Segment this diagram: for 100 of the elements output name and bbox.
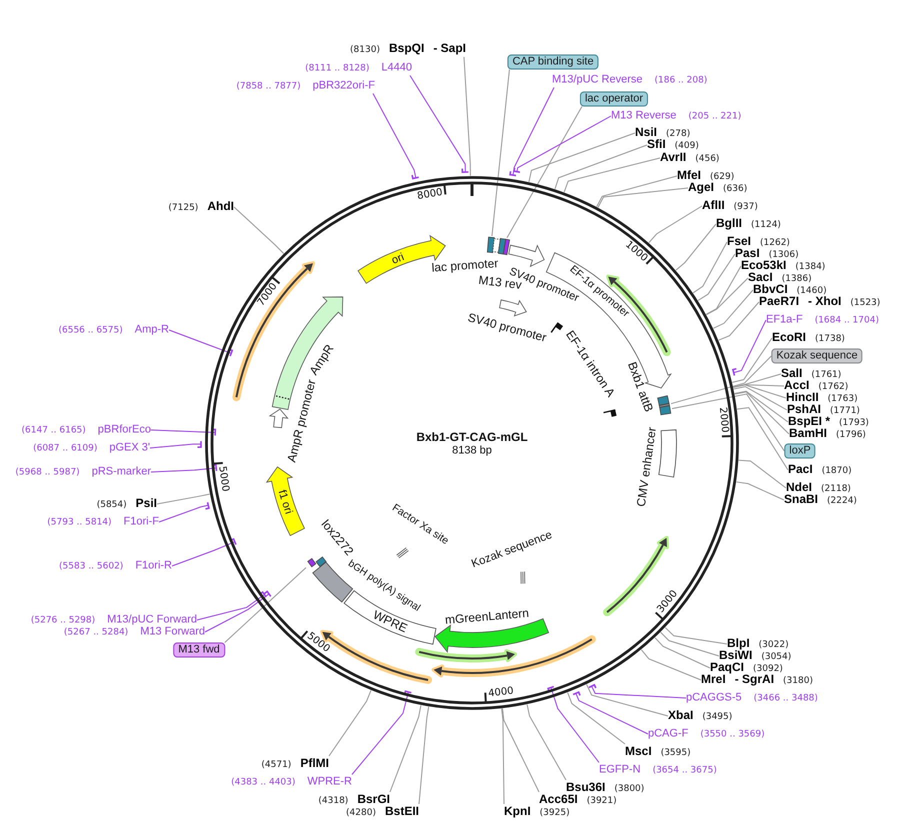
leader-line bbox=[172, 538, 237, 566]
enzyme-name: PasI bbox=[735, 246, 760, 260]
primer-range: (7858 .. 7877) bbox=[236, 80, 301, 94]
enzyme-name: HincII bbox=[786, 390, 819, 404]
leader-line bbox=[734, 391, 790, 434]
site-position: (3495) bbox=[702, 711, 732, 724]
leader-line bbox=[732, 384, 786, 398]
primer-name: F1ori-F bbox=[124, 514, 159, 528]
site-position: (8130) bbox=[350, 44, 380, 57]
site-position: (1460) bbox=[796, 285, 827, 296]
primer-name: M13/pUC Reverse bbox=[552, 72, 642, 86]
site-position: (456) bbox=[695, 153, 720, 166]
enzyme-name: AccI bbox=[784, 378, 810, 392]
pointed-feature-block bbox=[268, 408, 289, 429]
feature-name-tag: Kozak sequence bbox=[771, 348, 863, 364]
primer-name: pCAG-F bbox=[648, 726, 688, 740]
enzyme-name: AhdI bbox=[207, 199, 234, 213]
primer-range: (1684 .. 1704) bbox=[814, 314, 879, 328]
leader-line bbox=[372, 93, 420, 180]
site-position: (1386) bbox=[782, 273, 812, 284]
feature-block bbox=[657, 428, 678, 479]
leader-line bbox=[526, 704, 566, 780]
enzyme-name: NdeI bbox=[786, 480, 812, 494]
site-position: (937) bbox=[734, 201, 758, 214]
site-position: (2224) bbox=[827, 495, 857, 508]
enzyme-name: Bsu36I bbox=[566, 780, 606, 794]
leader-line bbox=[410, 75, 470, 173]
feature-name-tag: loxP bbox=[784, 444, 816, 458]
primer-range: (5583 .. 5602) bbox=[59, 560, 124, 574]
enzyme-name: SnaBI bbox=[784, 492, 818, 506]
feature-block bbox=[315, 555, 328, 568]
leader-line bbox=[736, 481, 784, 500]
enzyme-name: - SapI bbox=[433, 41, 466, 55]
enzyme-name: Acc65I bbox=[539, 792, 578, 806]
primer-name: Amp-R bbox=[134, 322, 169, 336]
enzyme-name: - XhoI bbox=[808, 294, 842, 308]
leader-line bbox=[554, 144, 648, 190]
leader-line bbox=[509, 87, 554, 176]
site-position: (1870) bbox=[822, 465, 852, 478]
enzyme-name: PsiI bbox=[136, 496, 157, 510]
enzyme-name: MreI bbox=[701, 672, 726, 686]
site-position: (3054) bbox=[761, 651, 792, 664]
tick-label: 4000 bbox=[488, 686, 514, 700]
leader-line bbox=[513, 116, 612, 173]
feature-block bbox=[656, 394, 671, 407]
hatched-site-mark bbox=[519, 570, 527, 585]
site-position: (1763) bbox=[828, 393, 858, 406]
leader-line bbox=[712, 290, 754, 329]
leader-line bbox=[692, 242, 728, 294]
site-position: (5854) bbox=[96, 499, 127, 512]
leader-line bbox=[390, 704, 422, 792]
leader-line bbox=[734, 390, 788, 422]
feature-label: ori bbox=[390, 252, 406, 268]
primer-name: F1ori-R bbox=[135, 558, 172, 572]
enzyme-name: BamHI bbox=[789, 426, 828, 440]
site-position: (1761) bbox=[811, 369, 842, 382]
primer-range: (5267 .. 5284) bbox=[64, 626, 128, 640]
feature-name-tag: M13 fwd bbox=[173, 642, 225, 658]
site-position: (4280) bbox=[346, 807, 376, 820]
leader-line bbox=[732, 338, 772, 383]
leader-line bbox=[352, 690, 412, 775]
enzyme-name: PaqCI bbox=[710, 660, 744, 674]
leader-line bbox=[596, 176, 678, 208]
feature-label: Bxb1 attB bbox=[624, 360, 656, 414]
plasmid-size: 8138 bp bbox=[452, 444, 492, 458]
primer-range: (5793 .. 5814) bbox=[47, 516, 112, 530]
enzyme-name: SacI bbox=[748, 270, 773, 284]
leader-line bbox=[502, 708, 540, 792]
leader-line bbox=[664, 627, 728, 644]
enzyme-name: SfiI bbox=[647, 137, 666, 151]
site-position: (1124) bbox=[751, 219, 781, 232]
enzyme-name: AvrII bbox=[660, 150, 686, 164]
leader-line bbox=[528, 132, 636, 182]
pointed-feature-block bbox=[507, 244, 546, 268]
leader-line bbox=[328, 690, 372, 756]
primer-name: M13/pUC Forward bbox=[107, 612, 197, 626]
feature-name-tag: lac operator bbox=[580, 92, 648, 106]
enzyme-name: MscI bbox=[625, 744, 652, 758]
leader-line bbox=[567, 692, 626, 744]
leader-line bbox=[660, 632, 720, 656]
feature-label: mGreenLantern bbox=[444, 607, 530, 628]
leader-line bbox=[196, 591, 267, 620]
primer-name: L4440 bbox=[381, 60, 412, 74]
leader-line bbox=[738, 460, 786, 488]
site-position: (1793) bbox=[839, 417, 869, 430]
site-position: (7125) bbox=[168, 202, 198, 215]
feature-block bbox=[502, 238, 511, 256]
tick-label: 8000 bbox=[416, 188, 443, 202]
feature-label: f1 ori bbox=[276, 488, 294, 516]
leader-line bbox=[464, 56, 471, 176]
leader-line bbox=[547, 686, 600, 763]
site-position: (2118) bbox=[821, 483, 851, 496]
site-position: (629) bbox=[710, 171, 734, 182]
site-position: (3595) bbox=[660, 747, 691, 760]
leader-line bbox=[224, 567, 306, 643]
enzyme-name: Eco53kI bbox=[741, 258, 786, 272]
pointed-feature-block bbox=[265, 465, 306, 537]
enzyme-name: XbaI bbox=[668, 708, 694, 722]
pointed-feature-block bbox=[357, 234, 447, 285]
site-position: (1262) bbox=[760, 237, 790, 250]
